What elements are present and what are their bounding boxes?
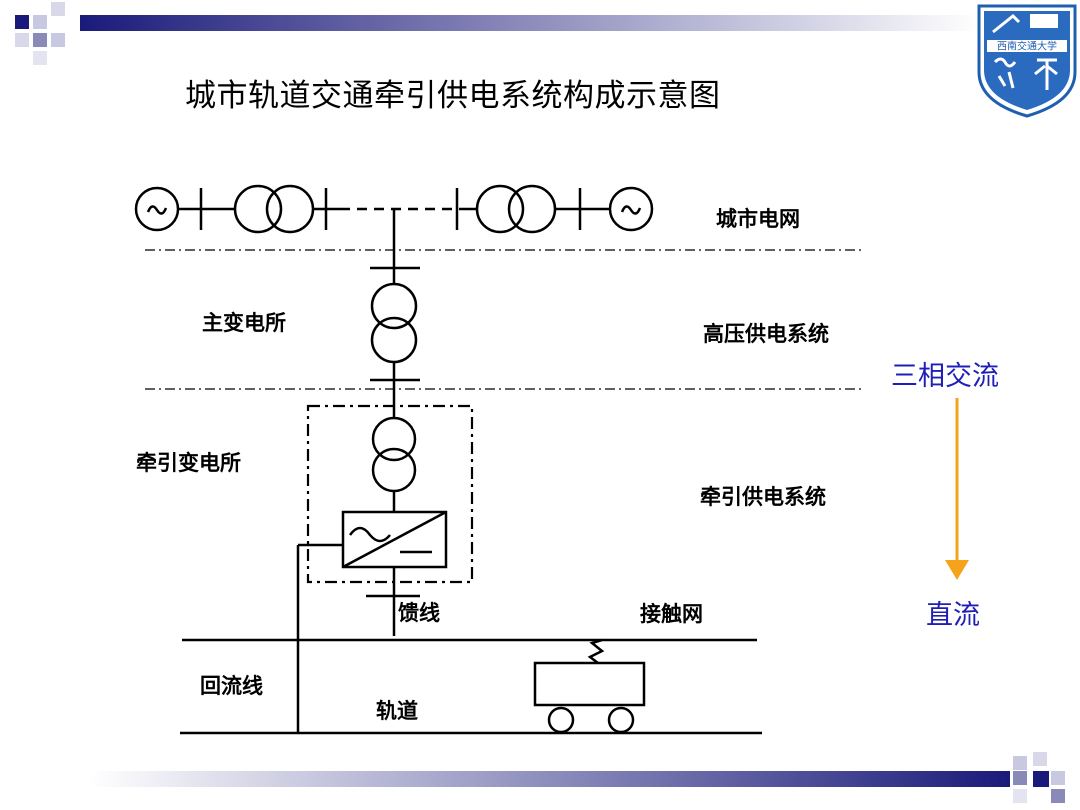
top-bar <box>80 15 980 31</box>
svg-text:西南交通大学: 西南交通大学 <box>997 40 1057 53</box>
transformer-right-b <box>507 184 557 234</box>
transformer-left-b <box>265 184 315 234</box>
deco-square <box>33 33 47 47</box>
train-wheel-left <box>547 706 575 734</box>
main-transformer-top <box>370 282 418 330</box>
label-city-grid: 城市电网 <box>716 207 800 231</box>
transformer-right-a <box>475 184 525 234</box>
main-transformer-bottom <box>370 316 418 364</box>
deco-square <box>1013 789 1027 803</box>
deco-square <box>15 33 29 47</box>
deco-square <box>1013 771 1027 785</box>
deco-square <box>33 15 47 29</box>
university-logo: 西南交通大学 <box>977 4 1077 118</box>
deco-square <box>33 51 47 65</box>
deco-square <box>1051 771 1065 785</box>
generator-right <box>608 186 654 232</box>
traction-transformer-top <box>371 416 417 462</box>
train-car <box>533 661 646 707</box>
ac-to-dc-arrow <box>945 398 969 580</box>
label-track: 轨道 <box>376 699 418 723</box>
label-catenary: 接触网 <box>640 602 703 626</box>
deco-square <box>1033 752 1047 766</box>
deco-square <box>1013 756 1027 770</box>
deco-square <box>15 15 29 29</box>
label-main-substation: 主变电所 <box>202 311 286 335</box>
deco-square <box>51 33 65 47</box>
train-wheel-right <box>607 706 635 734</box>
label-traction-substation: 牵引变电所 <box>136 451 241 475</box>
deco-square <box>1033 771 1049 787</box>
label-three-phase-ac: 三相交流 <box>891 361 999 392</box>
deco-square <box>1051 789 1065 803</box>
label-traction-supply: 牵引供电系统 <box>700 485 826 509</box>
slide-title: 城市轨道交通牵引供电系统构成示意图 <box>185 78 721 114</box>
pantograph <box>587 638 605 664</box>
deco-square <box>51 2 65 16</box>
label-hv-supply: 高压供电系统 <box>703 322 829 346</box>
label-dc: 直流 <box>926 600 980 631</box>
traction-transformer-bottom <box>371 447 417 493</box>
label-return-line: 回流线 <box>200 674 263 698</box>
label-feeder: 馈线 <box>398 601 440 625</box>
traction-substation-boundary <box>306 404 474 584</box>
bottom-bar <box>90 771 1010 787</box>
transformer-left-a <box>233 184 283 234</box>
